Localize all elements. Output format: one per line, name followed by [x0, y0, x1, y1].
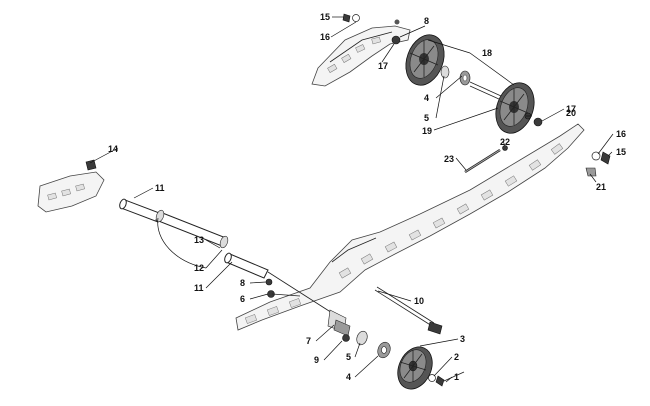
rail-cutouts — [244, 143, 564, 324]
leader-lines — [89, 16, 614, 383]
left-rail-segment — [37, 171, 105, 213]
callout-18: 18 — [482, 48, 492, 58]
upper-wheel-hardware — [342, 13, 611, 177]
callout-21: 21 — [596, 182, 606, 192]
callout-17-top: 17 — [378, 61, 388, 71]
upper-front-wheel — [495, 82, 535, 134]
callout-23: 23 — [444, 154, 454, 164]
callout-8-top: 8 — [424, 16, 429, 26]
callout-15-right: 15 — [616, 147, 626, 157]
callout-4-lower: 4 — [346, 372, 351, 382]
long-bolt — [374, 286, 443, 335]
callout-19: 19 — [422, 126, 432, 136]
callout-17-right: 17 — [566, 104, 576, 114]
callout-22: 22 — [500, 137, 510, 147]
callout-10: 10 — [414, 296, 424, 306]
lower-wheel-hardware — [428, 371, 465, 387]
lower-idler-wheel — [397, 346, 433, 390]
callout-9: 9 — [314, 355, 319, 365]
upper-slide-rail — [311, 25, 411, 87]
callout-5-top: 5 — [424, 113, 429, 123]
bolt-left — [85, 159, 97, 171]
callout-labels: 15 16 8 17 18 4 5 20 17 19 16 22 15 23 2… — [108, 12, 626, 382]
upper-rear-wheel — [405, 34, 511, 105]
callout-5-lower: 5 — [346, 352, 351, 362]
pin — [464, 148, 501, 174]
callout-2: 2 — [454, 352, 459, 362]
callout-6: 6 — [240, 294, 245, 304]
callout-7: 7 — [306, 336, 311, 346]
cross-shaft-upper — [119, 198, 269, 279]
callout-12: 12 — [194, 263, 204, 273]
callout-1: 1 — [454, 372, 459, 382]
lower-slide-rail — [235, 123, 585, 331]
callout-13: 13 — [194, 235, 204, 245]
callout-11-lower: 11 — [194, 283, 204, 293]
callout-14: 14 — [108, 144, 118, 154]
callout-16-top: 16 — [320, 32, 330, 42]
callout-4-top: 4 — [424, 93, 429, 103]
callout-8-lower: 8 — [240, 278, 245, 288]
callout-11-upper: 11 — [155, 183, 165, 193]
callout-15-top: 15 — [320, 12, 330, 22]
callout-3: 3 — [460, 334, 465, 344]
callout-16-right: 16 — [616, 129, 626, 139]
callout-20: 20 — [566, 108, 576, 118]
